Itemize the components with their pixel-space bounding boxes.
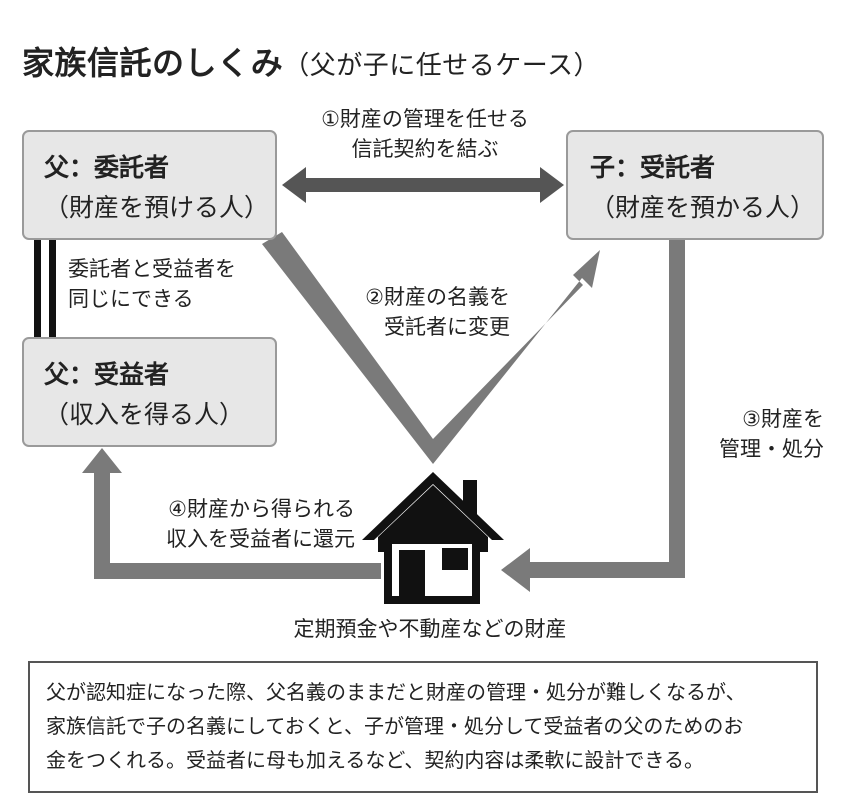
same-person-line-2: 同じにできる	[68, 287, 194, 311]
contract-double-arrow	[282, 167, 564, 203]
same-person-label: 委託者と受益者を 同じにできる	[68, 254, 236, 314]
property-label: 定期預金や不動産などの財産	[293, 617, 567, 641]
step1-line-2: 信託契約を結ぶ	[351, 137, 499, 161]
trustor-role: 父：委託者	[44, 153, 170, 182]
step3-line-1: ③財産を	[742, 407, 824, 431]
title-main: 家族信託のしくみ	[22, 44, 284, 82]
step4-line-2: 収入を受益者に還元	[166, 527, 355, 551]
income-return-arrow	[82, 448, 381, 579]
same-person-line-right	[49, 240, 56, 337]
explanation-note: 父が認知症になった際、父名義のままだと財産の管理・処分が難しくなるが、 家族信託…	[28, 661, 818, 793]
step4-line-1: ④財産から得られる	[168, 497, 355, 521]
step2-line-1: ②財産の名義を	[365, 285, 510, 309]
beneficiary-box: 父：受益者 （収入を得る人）	[22, 337, 277, 447]
step3-label: ③財産を 管理・処分	[690, 404, 824, 464]
step4-label: ④財産から得られる 収入を受益者に還元	[105, 494, 355, 554]
title-subtitle: （父が子に任せるケース）	[283, 51, 600, 81]
trustee-description: （財産を預かる人）	[590, 193, 816, 222]
trustor-description: （財産を預ける人）	[44, 193, 270, 222]
title-transfer-arrow	[262, 232, 600, 464]
trustee-box: 子：受託者 （財産を預かる人）	[566, 130, 824, 240]
diagram-title: 家族信託のしくみ（父が子に任せるケース）	[22, 38, 600, 84]
beneficiary-role: 父：受益者	[44, 360, 170, 389]
step2-line-2: 受託者に変更	[384, 315, 510, 339]
same-person-line-left	[34, 240, 41, 337]
trustor-box: 父：委託者 （財産を預ける人）	[22, 130, 277, 240]
house-icon	[362, 472, 504, 604]
note-line-2: 家族信託で子の名義にしておくと、子が管理・処分して受益者の父のためのお	[46, 714, 744, 738]
same-person-line-1: 委託者と受益者を	[68, 257, 236, 281]
note-line-3: 金をつくれる。受益者に母も加えるなど、契約内容は柔軟に設計できる。	[46, 748, 704, 772]
manage-dispose-arrow	[501, 240, 685, 592]
step2-label: ②財産の名義を 受託者に変更	[330, 282, 510, 342]
step1-line-1: ①財産の管理を任せる	[321, 107, 529, 131]
step3-line-2: 管理・処分	[719, 437, 824, 461]
trustee-role: 子：受託者	[590, 153, 716, 182]
step1-label: ①財産の管理を任せる 信託契約を結ぶ	[306, 104, 544, 164]
beneficiary-description: （収入を得る人）	[44, 400, 245, 429]
note-line-1: 父が認知症になった際、父名義のままだと財産の管理・処分が難しくなるが、	[46, 680, 746, 704]
